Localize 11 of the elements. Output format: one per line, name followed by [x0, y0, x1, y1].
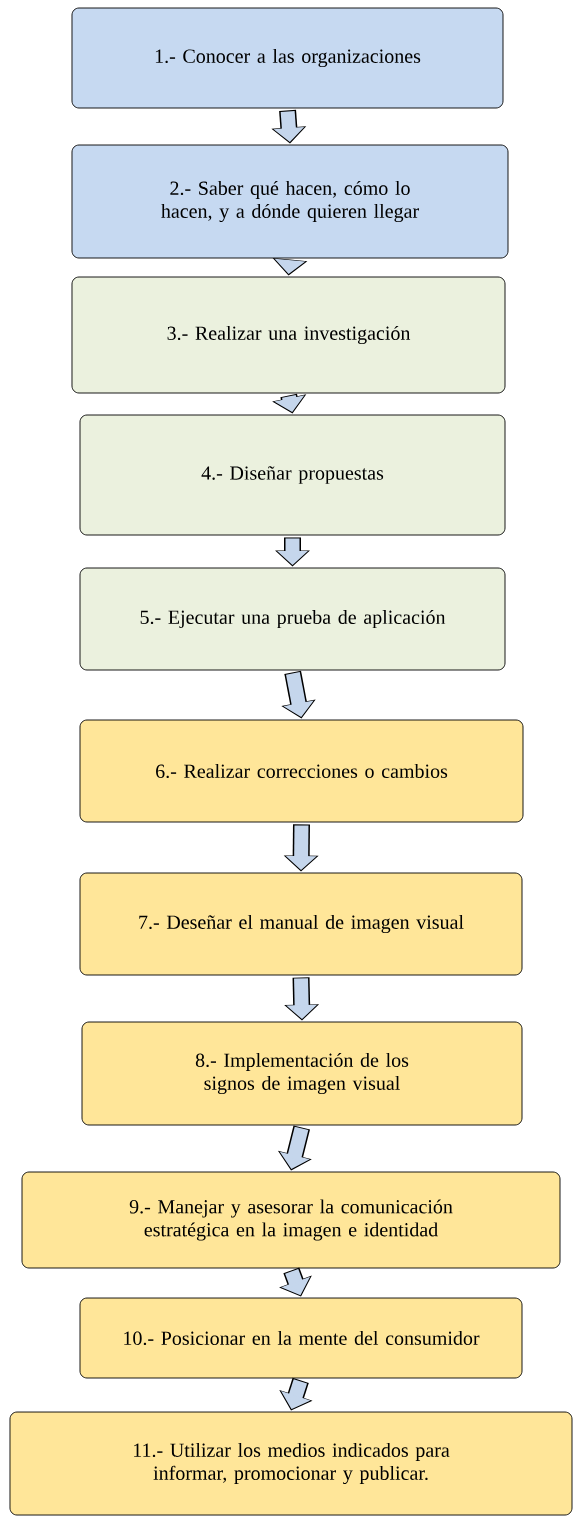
process-box: 2.- Saber qué hacen, cómo lo hacen, y a dónde quieren llegar: [71, 144, 509, 259]
process-box: 9.- Manejar y asesorar la comunicación estratégica en la imagen e identidad: [21, 1171, 561, 1269]
process-box: 7.- Deseñar el manual de imagen visual: [79, 872, 523, 976]
process-box: 3.- Realizar una investigación: [71, 276, 506, 394]
process-box: 10.- Posicionar en la mente del consumidor: [79, 1297, 523, 1379]
process-box: 1.- Conocer a las organizaciones: [71, 7, 504, 109]
process-box: 5.- Ejecutar una prueba de aplicación: [79, 567, 506, 671]
process-box: 11.- Utilizar los medios indicados para informar, promocionar y publicar.: [9, 1411, 573, 1516]
process-box: 8.- Implementación de los signos de imagen visual: [81, 1021, 523, 1126]
process-box: 6.- Realizar correcciones o cambios: [79, 719, 524, 823]
process-box: 4.- Diseñar propuestas: [79, 414, 506, 536]
